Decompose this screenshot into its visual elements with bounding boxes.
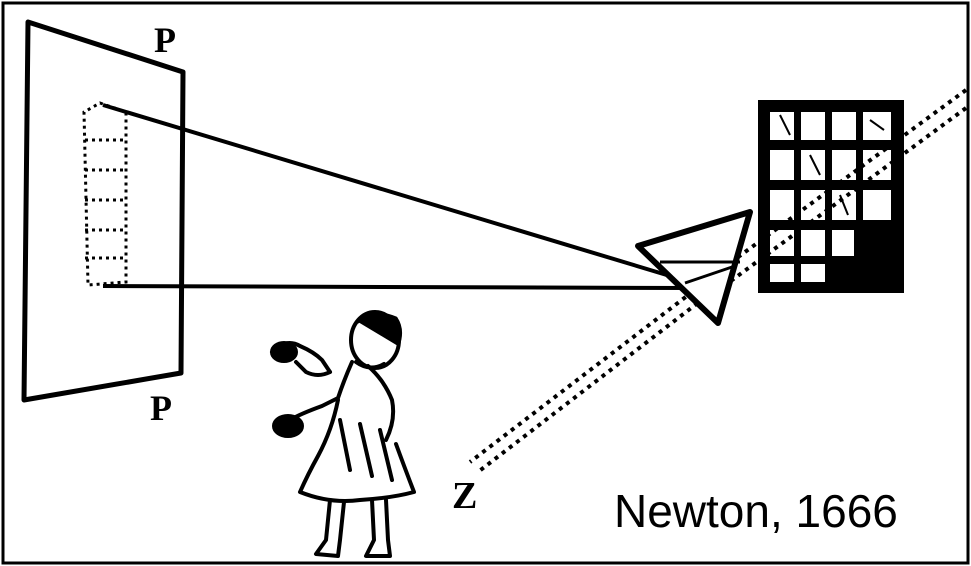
observer-figure — [270, 310, 416, 558]
refracted-ray-lower — [102, 284, 691, 290]
caption-text: Newton, 1666 — [614, 485, 898, 537]
spectrum-image — [82, 101, 128, 287]
undeviated-ray — [468, 284, 714, 474]
refracted-ray-upper — [102, 103, 691, 284]
window — [758, 100, 904, 293]
incoming-sunbeam — [698, 88, 968, 302]
label-p-top: P — [154, 20, 176, 60]
label-p-bottom: P — [150, 388, 172, 428]
prism-inner-edge-2 — [684, 264, 736, 285]
projection-screen — [21, 19, 186, 403]
label-z: Z — [452, 475, 477, 517]
